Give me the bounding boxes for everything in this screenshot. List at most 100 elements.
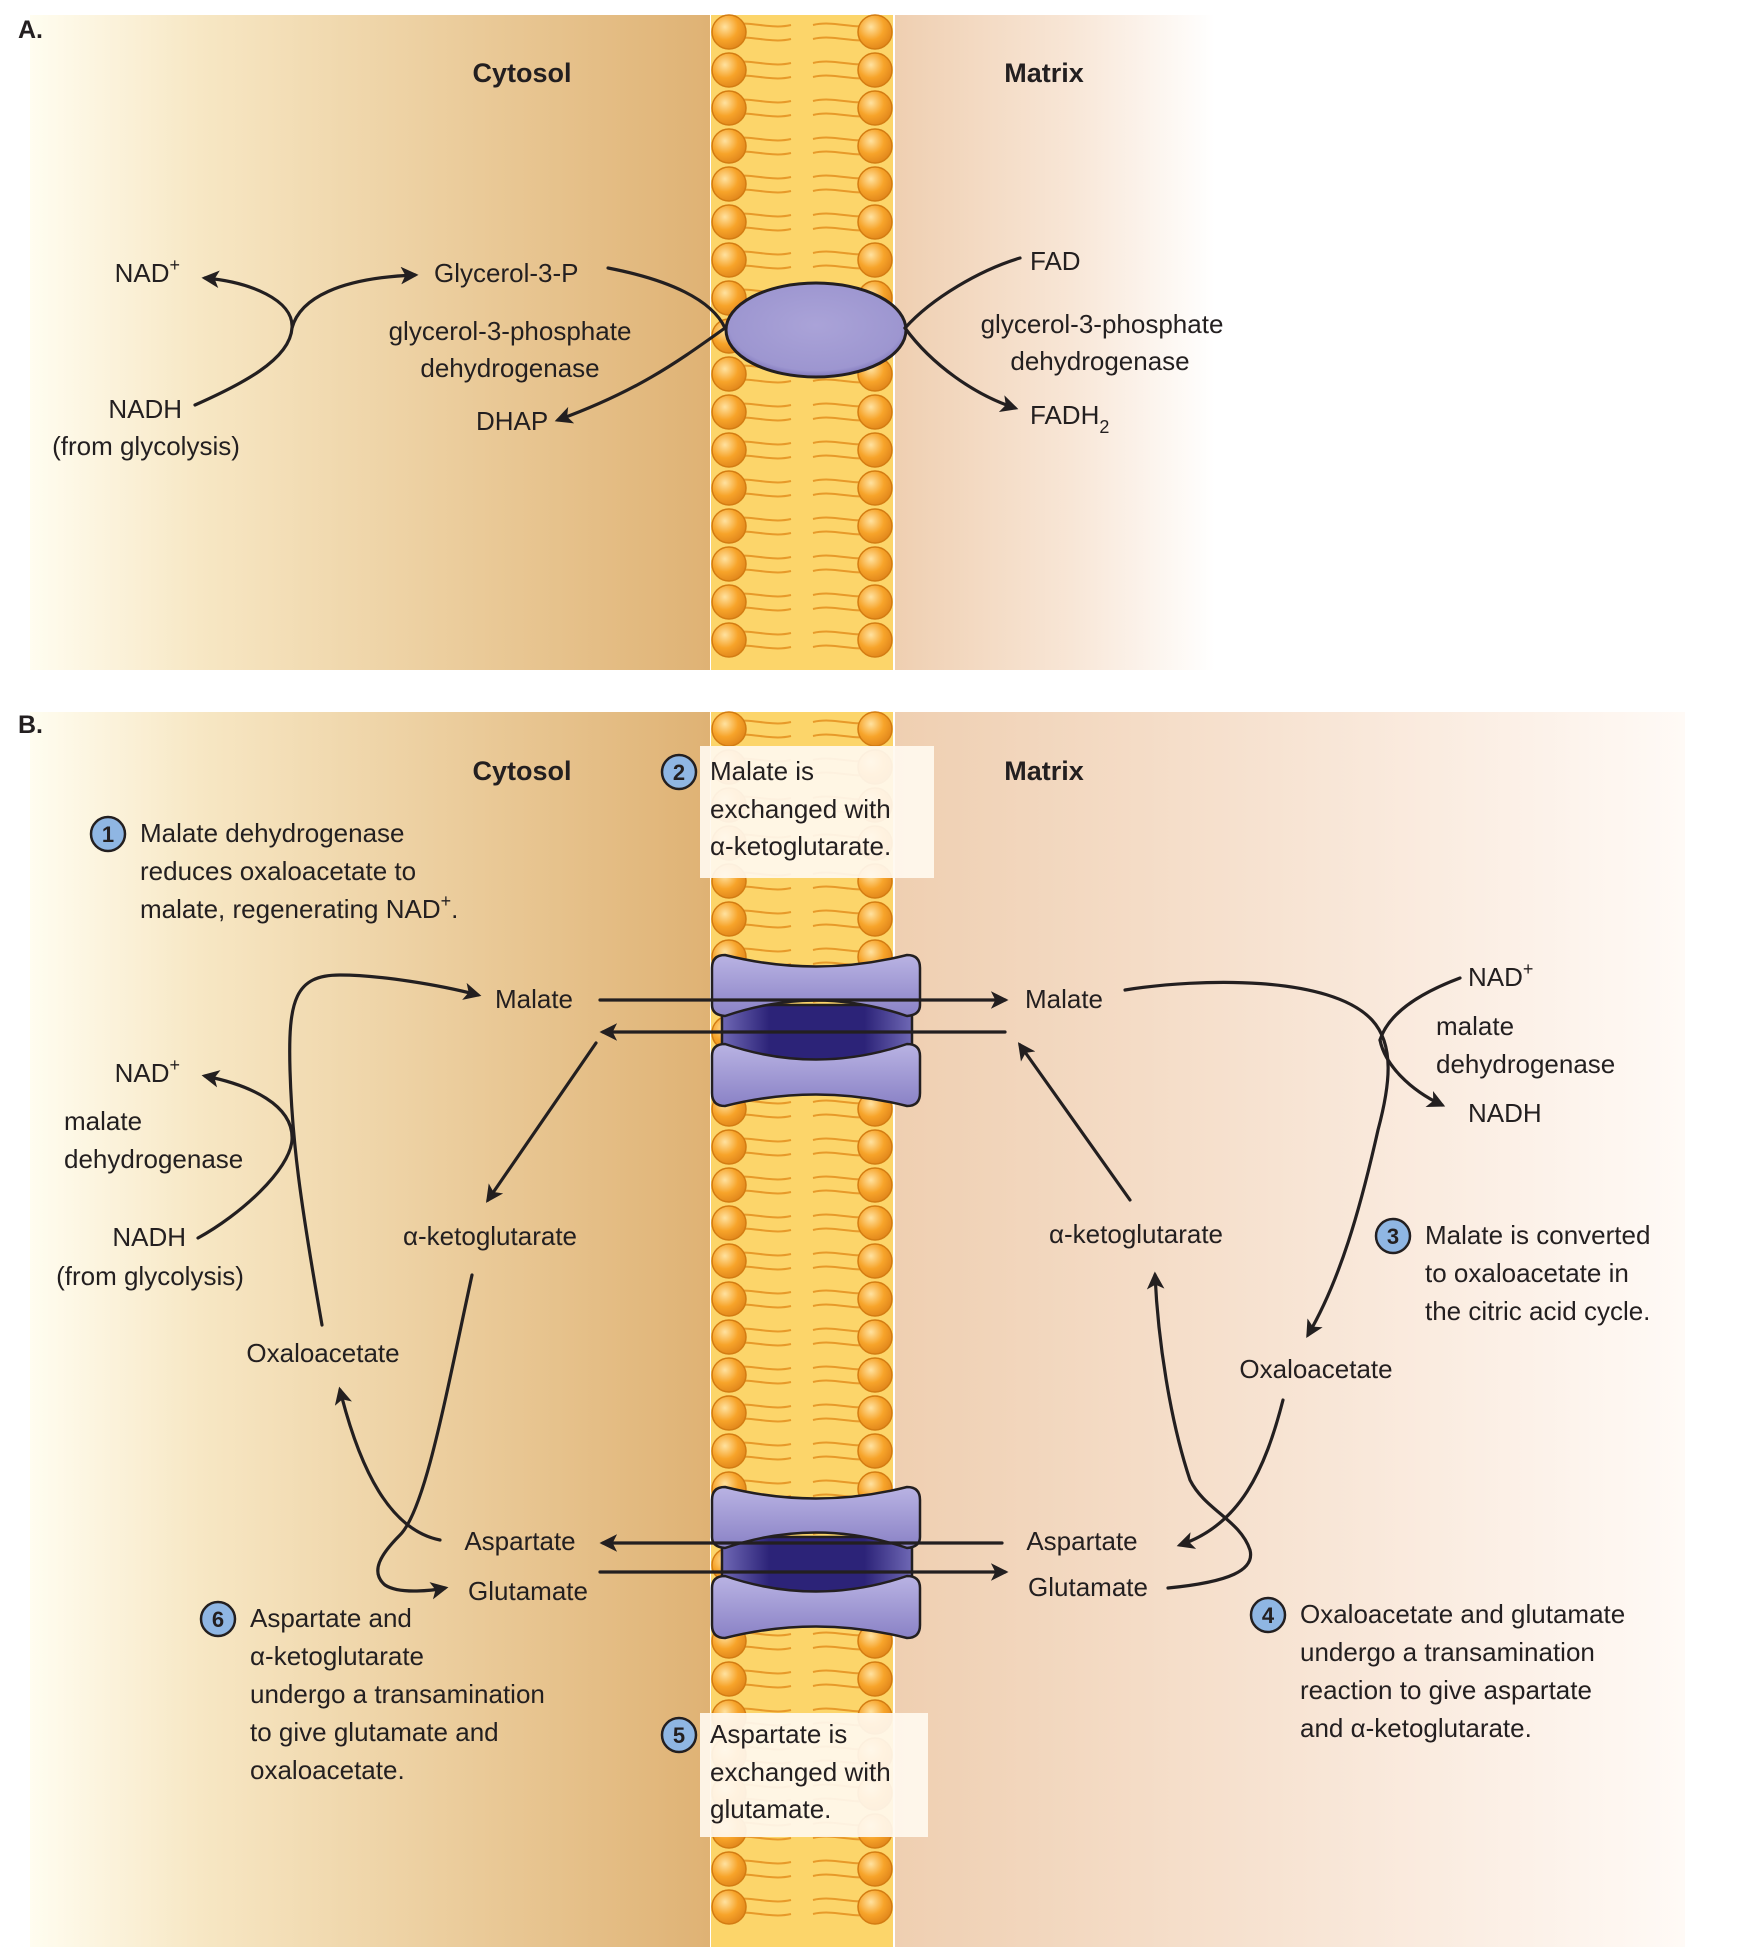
- lipid-head: [711, 1395, 747, 1431]
- lipid-head: [711, 1851, 747, 1887]
- lipid-head: [857, 128, 893, 164]
- panel-a-enzyme-matrix-1: glycerol-3-phosphate: [981, 309, 1224, 339]
- lipid-head: [711, 394, 747, 430]
- lipid-head: [711, 1433, 747, 1469]
- panel-a-matrix-label: Matrix: [1004, 58, 1084, 88]
- svg-text:1: 1: [102, 822, 114, 847]
- panel-a-nad-plus: NAD+: [115, 255, 180, 288]
- svg-text:oxaloacetate.: oxaloacetate.: [250, 1755, 405, 1785]
- matrix-nadh: NADH: [1468, 1098, 1542, 1128]
- cytosol-oxaloacetate: Oxaloacetate: [246, 1338, 399, 1368]
- svg-text:malate, regenerating NAD+.: malate, regenerating NAD+.: [140, 891, 458, 924]
- svg-text:reaction to give aspartate: reaction to give aspartate: [1300, 1675, 1592, 1705]
- lipid-head: [857, 622, 893, 658]
- panel-a-dhap: DHAP: [476, 406, 548, 436]
- step-6-text: Aspartate and α-ketoglutarate undergo a …: [250, 1603, 545, 1785]
- lipid-head: [857, 204, 893, 240]
- svg-text:Malate dehydrogenase: Malate dehydrogenase: [140, 818, 405, 848]
- step-2-text: Malate is exchanged with α-ketoglutarate…: [710, 756, 891, 861]
- lipid-head: [711, 128, 747, 164]
- svg-text:Oxaloacetate and glutamate: Oxaloacetate and glutamate: [1300, 1599, 1625, 1629]
- lipid-head: [857, 1395, 893, 1431]
- panel-b-matrix-bg: [895, 712, 1685, 1947]
- step-2-badge: 2: [660, 753, 698, 791]
- svg-text:exchanged with: exchanged with: [710, 794, 891, 824]
- cytosol-nadh: NADH: [112, 1222, 186, 1252]
- svg-text:glutamate.: glutamate.: [710, 1794, 831, 1824]
- panel-a-label: A.: [18, 16, 43, 44]
- svg-text:the citric acid cycle.: the citric acid cycle.: [1425, 1296, 1650, 1326]
- svg-text:to give glutamate and: to give glutamate and: [250, 1717, 499, 1747]
- matrix-oxaloacetate: Oxaloacetate: [1239, 1354, 1392, 1384]
- lipid-head: [711, 432, 747, 468]
- cytosol-nad-plus: NAD+: [115, 1055, 180, 1088]
- matrix-enzyme-1: malate: [1436, 1011, 1514, 1041]
- svg-text:α-ketoglutarate.: α-ketoglutarate.: [710, 831, 891, 861]
- svg-text:3: 3: [1387, 1224, 1399, 1249]
- matrix-akg: α-ketoglutarate: [1049, 1219, 1223, 1249]
- lipid-head: [857, 470, 893, 506]
- panel-b-cytosol-label: Cytosol: [472, 756, 571, 786]
- lipid-head: [857, 432, 893, 468]
- lipid-head: [711, 622, 747, 658]
- lipid-head: [857, 508, 893, 544]
- cytosol-glutamate: Glutamate: [468, 1576, 588, 1606]
- cytosol-enzyme-2: dehydrogenase: [64, 1144, 243, 1174]
- lipid-head: [857, 1167, 893, 1203]
- matrix-malate: Malate: [1025, 984, 1103, 1014]
- step-2-box: [700, 746, 934, 878]
- svg-text:4: 4: [1262, 1603, 1275, 1628]
- lipid-head: [711, 1319, 747, 1355]
- lipid-head: [711, 52, 747, 88]
- lipid-head: [857, 90, 893, 126]
- lipid-head: [711, 711, 747, 747]
- panel-b-arrows: [196, 973, 1462, 1600]
- panel-a-matrix-bg: [895, 15, 1215, 670]
- lipid-head: [857, 1889, 893, 1925]
- aspartate-glutamate-antiporter: [710, 1485, 922, 1640]
- lipid-head: [711, 1205, 747, 1241]
- g3p-dehydrogenase-protein: [724, 281, 908, 379]
- matrix-glutamate: Glutamate: [1028, 1572, 1148, 1602]
- svg-text:and α-ketoglutarate.: and α-ketoglutarate.: [1300, 1713, 1532, 1743]
- step-3-text: Malate is converted to oxaloacetate in t…: [1425, 1220, 1650, 1326]
- cytosol-from-glycolysis: (from glycolysis): [56, 1261, 244, 1291]
- lipid-head: [711, 1889, 747, 1925]
- panel-a-glycerol-3-p: Glycerol-3-P: [434, 258, 578, 288]
- panel-a-enzyme-matrix-2: dehydrogenase: [1010, 346, 1189, 376]
- svg-text:α-ketoglutarate: α-ketoglutarate: [250, 1641, 424, 1671]
- lipid-head: [711, 1661, 747, 1697]
- svg-text:Malate is converted: Malate is converted: [1425, 1220, 1650, 1250]
- panel-a-from-glycolysis: (from glycolysis): [52, 431, 240, 461]
- panel-a-fadh2: FADH2: [1030, 400, 1109, 437]
- lipid-head: [857, 1319, 893, 1355]
- svg-text:2: 2: [673, 760, 685, 785]
- panel-a-cytosol-bg: [30, 15, 710, 670]
- lipid-head: [857, 1851, 893, 1887]
- lipid-head: [857, 1281, 893, 1317]
- panel-b-matrix-label: Matrix: [1004, 756, 1084, 786]
- svg-text:Aspartate is: Aspartate is: [710, 1719, 847, 1749]
- lipid-head: [711, 1357, 747, 1393]
- step-6-badge: 6: [199, 1600, 237, 1638]
- step-4-text: Oxaloacetate and glutamate undergo a tra…: [1300, 1599, 1625, 1743]
- matrix-enzyme-2: dehydrogenase: [1436, 1049, 1615, 1079]
- svg-text:undergo a transamination: undergo a transamination: [1300, 1637, 1595, 1667]
- step-3-badge: 3: [1374, 1217, 1412, 1255]
- lipid-head: [857, 1357, 893, 1393]
- svg-text:undergo a transamination: undergo a transamination: [250, 1679, 545, 1709]
- step-1-text: Malate dehydrogenase reduces oxaloacetat…: [140, 818, 458, 924]
- panel-b-label: B.: [18, 711, 43, 739]
- lipid-head: [857, 901, 893, 937]
- svg-text:reduces oxaloacetate to: reduces oxaloacetate to: [140, 856, 416, 886]
- matrix-aspartate: Aspartate: [1026, 1526, 1137, 1556]
- lipid-head: [711, 1167, 747, 1203]
- lipid-head: [857, 14, 893, 50]
- step-5-badge: 5: [660, 1716, 698, 1754]
- lipid-head: [857, 1205, 893, 1241]
- cytosol-enzyme-1: malate: [64, 1106, 142, 1136]
- svg-text:6: 6: [212, 1607, 224, 1632]
- lipid-head: [857, 242, 893, 278]
- lipid-head: [857, 1243, 893, 1279]
